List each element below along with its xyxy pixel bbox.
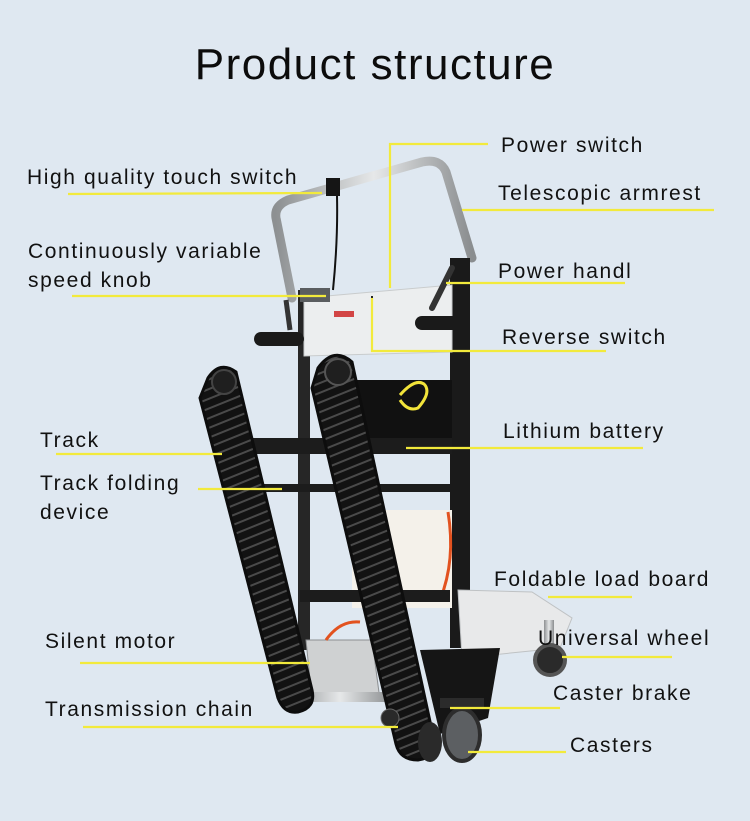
callout-touch-switch: High quality touch switch xyxy=(27,166,299,189)
callout-reverse-switch: Reverse switch xyxy=(502,326,667,349)
armrest-tube xyxy=(271,156,477,303)
left-grip xyxy=(254,332,304,346)
callout-telescopic-armrest: Telescopic armrest xyxy=(498,182,702,205)
power-handle-lever xyxy=(429,265,455,311)
callout-track-folding-line1: Track folding xyxy=(40,472,181,495)
callout-power-handle: Power handl xyxy=(498,260,633,283)
left-track xyxy=(198,365,315,714)
touch-switch-clamp xyxy=(326,178,340,196)
callout-track-folding-line2: device xyxy=(40,501,111,524)
motor-plate xyxy=(305,639,381,701)
page-title: Product structure xyxy=(194,40,556,89)
callout-power-switch: Power switch xyxy=(501,134,644,157)
frame-upright-right xyxy=(450,258,470,648)
leader-lines xyxy=(56,142,714,754)
callout-silent-motor: Silent motor xyxy=(45,630,177,653)
transmission-shaft xyxy=(288,692,392,702)
switch-cable xyxy=(332,195,339,291)
leader-touch-switch xyxy=(67,191,323,196)
callout-speed-knob-line2: speed knob xyxy=(28,269,153,292)
right-grip xyxy=(415,316,465,330)
caster-brake-shape xyxy=(440,698,484,708)
callout-load-board: Foldable load board xyxy=(494,568,711,591)
load-board-plate xyxy=(457,589,573,659)
callout-track: Track xyxy=(40,429,100,452)
callout-speed-knob-line1: Continuously variable xyxy=(28,240,263,263)
callout-transmission-chain: Transmission chain xyxy=(45,698,254,721)
callout-universal-wheel: Universal wheel xyxy=(538,627,711,650)
leader-power-switch xyxy=(388,142,488,288)
callout-caster-brake: Caster brake xyxy=(553,682,693,705)
leader-reverse-switch xyxy=(370,298,606,353)
callout-casters: Casters xyxy=(570,734,654,757)
universal-wheel-shape xyxy=(533,643,567,677)
callout-lithium-battery: Lithium battery xyxy=(503,420,665,443)
caster-wheel-shape xyxy=(442,707,482,763)
